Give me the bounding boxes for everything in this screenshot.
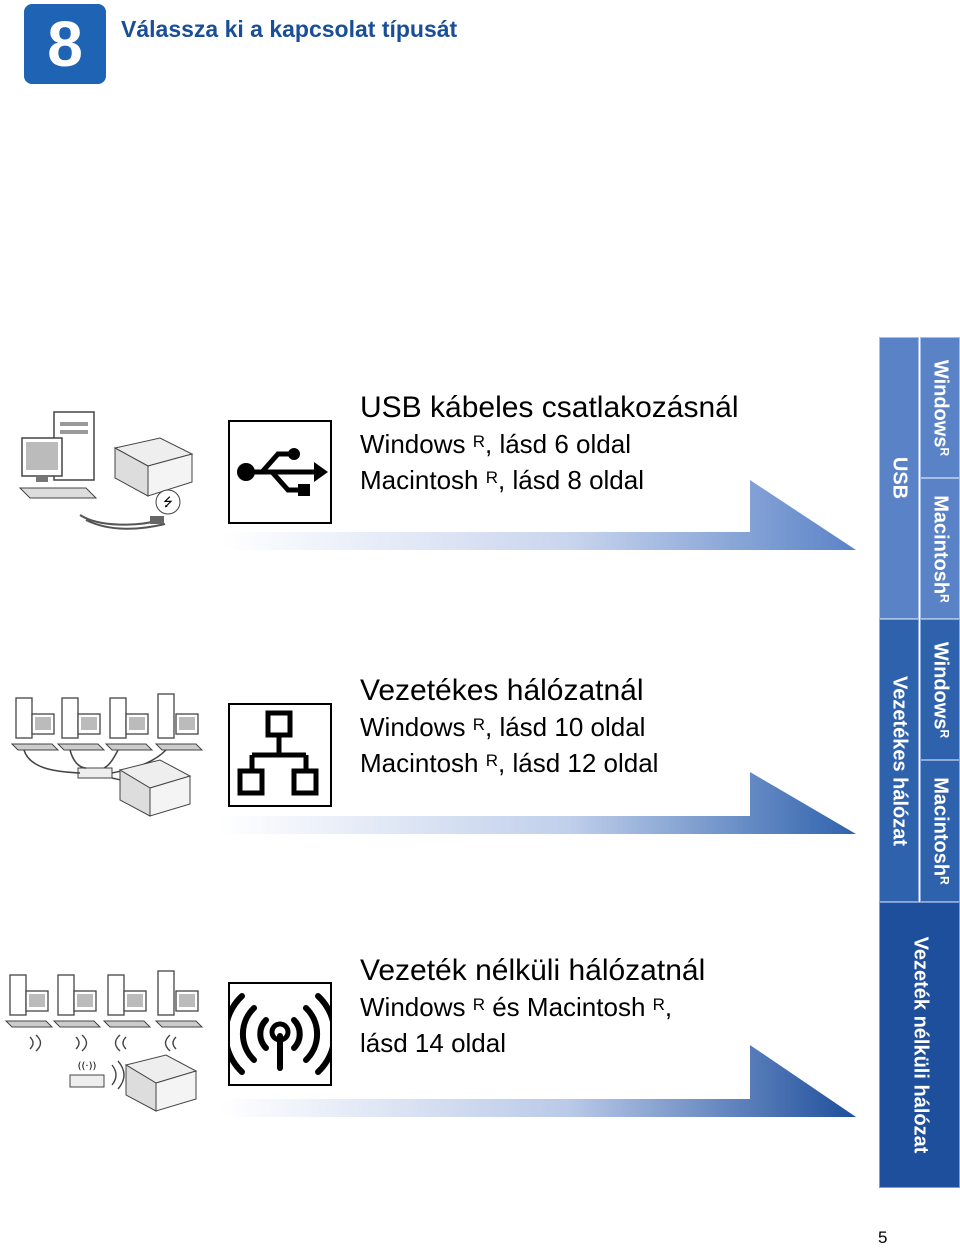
usb-windows-reference: Windows R, lásd 6 oldal [360,429,631,459]
tab-wireless-network[interactable]: Vezeték nélküli hálózat [879,902,960,1188]
network-icon [237,710,319,796]
usb-text-block: USB kábeles csatlakozásnál Windows R, lá… [360,390,739,498]
wireless-section-title: Vezeték nélküli hálózatnál [360,954,706,987]
tab-wired-windows[interactable]: WindowsR [920,619,960,760]
step-number-badge: 8 [24,4,106,84]
page-number: 5 [878,1228,888,1247]
wireless-network-illustration: ((·)) [4,970,204,1112]
side-navigation-tabs: USB WindowsR MacintoshR Vezetékes hálóza… [879,337,960,1188]
network-icon-box [228,703,332,807]
wired-section-title: Vezetékes hálózatnál [360,674,644,707]
wireless-flow-arrow [220,1045,856,1117]
tab-usb-macintosh[interactable]: MacintoshR [920,478,960,619]
svg-text:⭍: ⭍ [163,495,173,509]
wireless-icon [230,993,330,1075]
wired-flow-arrow [220,772,856,834]
usb-icon-box [228,420,332,524]
wired-windows-reference: Windows R, lásd 10 oldal [360,712,646,742]
page-title: Válassza ki a kapcsolat típusát [121,16,458,42]
usb-section-title: USB kábeles csatlakozásnál [360,391,739,424]
tab-wired-macintosh[interactable]: MacintoshR [920,760,960,902]
tab-wired-network[interactable]: Vezetékes hálózat [879,619,919,902]
usb-flow-arrow [220,480,856,550]
wireless-os-reference: Windows R és Macintosh R, [360,992,673,1022]
wireless-network-section: ((·)) Vezeték nélküli hálózatnál Windows… [0,905,880,1195]
wired-macintosh-reference: Macintosh R, lásd 12 oldal [360,748,659,778]
wired-network-illustration [10,693,204,817]
usb-icon [237,448,328,496]
usb-setup-illustration: ⭍ [18,411,194,530]
wired-network-section: Vezetékes hálózatnál Windows R, lásd 10 … [0,620,880,910]
wireless-page-reference: lásd 14 oldal [360,1028,506,1058]
usb-connection-section: ⭍ USB kábeles csatlakozásnál Windows R, … [0,330,880,620]
wired-text-block: Vezetékes hálózatnál Windows R, lásd 10 … [360,673,658,781]
svg-text:((·)): ((·)) [78,1061,97,1072]
wireless-icon-box [228,982,332,1086]
usb-macintosh-reference: Macintosh R, lásd 8 oldal [360,465,644,495]
tab-usb-windows[interactable]: WindowsR [920,337,960,478]
wireless-text-block: Vezeték nélküli hálózatnál Windows R és … [360,953,705,1061]
tab-usb[interactable]: USB [879,337,919,619]
